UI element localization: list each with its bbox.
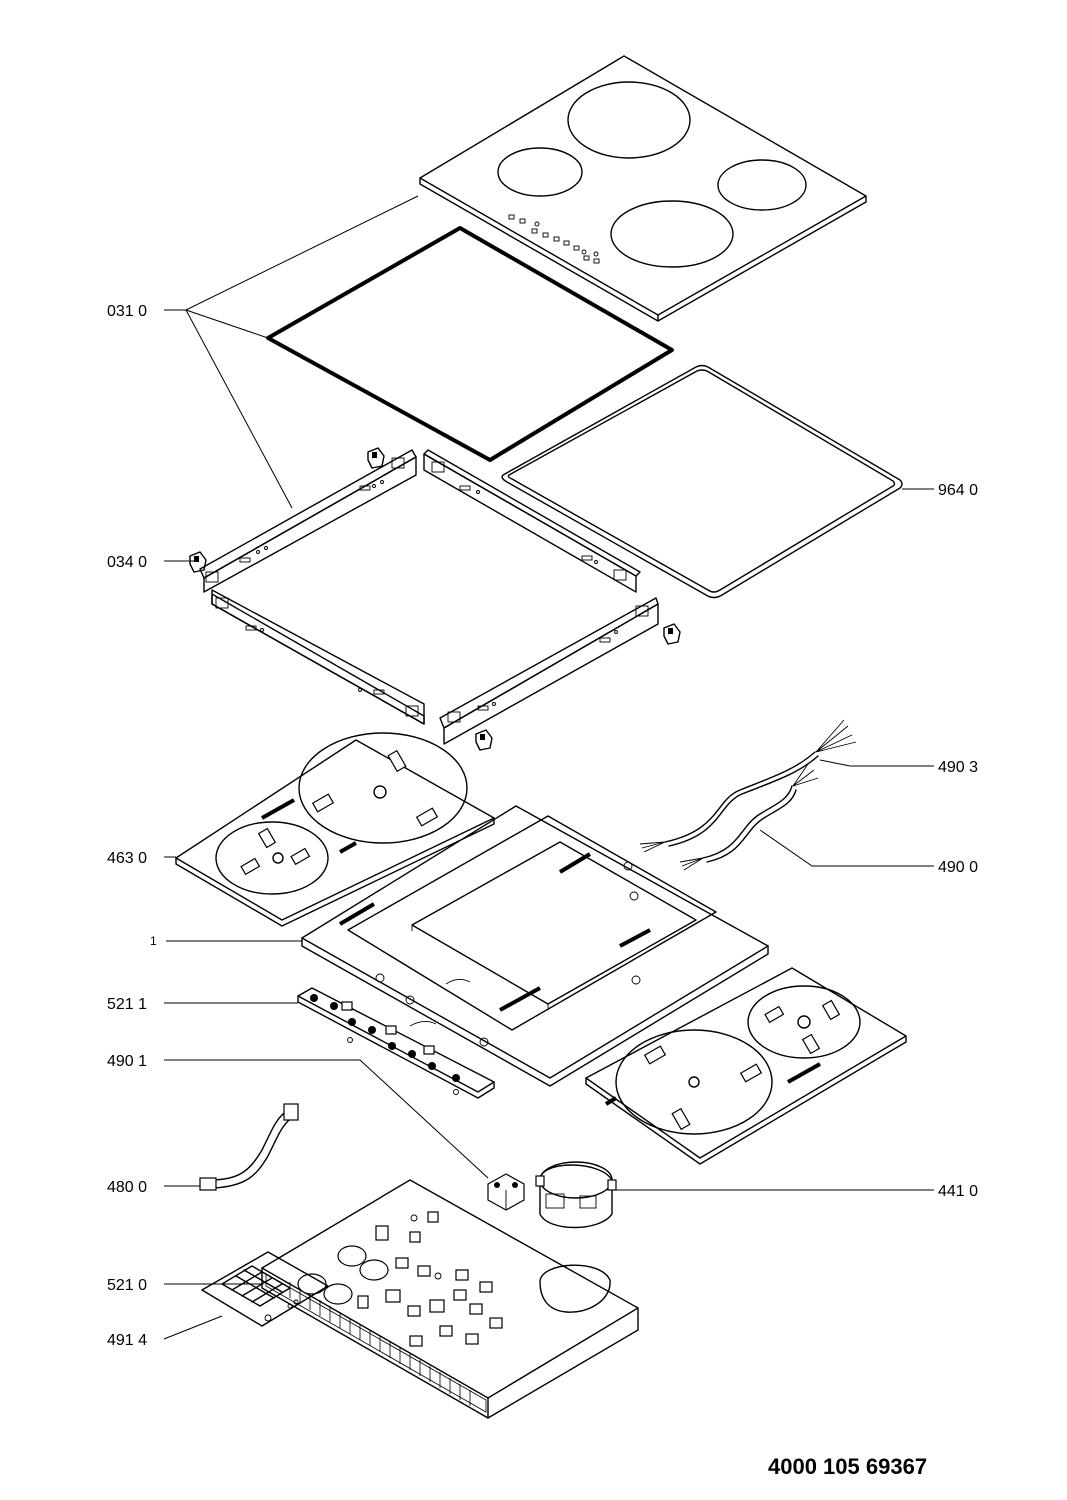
board-components: [375, 1211, 503, 1347]
cooling-fan: [535, 1161, 617, 1229]
callout-490-1: 490 1: [107, 1053, 147, 1070]
power-board-housing: [261, 1179, 639, 1419]
callout-964-0: 964 0: [938, 482, 978, 499]
model-code: 4000 105 69367: [768, 1454, 927, 1479]
callout-521-0: 521 0: [107, 1277, 147, 1294]
callout-491-4: 491 4: [107, 1332, 147, 1349]
callout-463-0: 463 0: [107, 850, 147, 867]
callout-1: 1: [150, 934, 157, 948]
induction-coil-plate-right: [585, 967, 907, 1165]
corner-clip: [189, 551, 207, 573]
touch-control-symbols: [508, 214, 600, 264]
capacitors: [297, 1245, 389, 1309]
supply-cable-lower: [679, 763, 819, 871]
callout-521-1: 521 1: [107, 996, 147, 1013]
callout-490-3: 490 3: [938, 759, 978, 776]
callout-034-0: 034 0: [107, 554, 147, 571]
ribbon-cable: [199, 1103, 299, 1191]
supply-cable-upper: [639, 719, 857, 853]
callout-490-0: 490 0: [938, 859, 978, 876]
fan-housing-cutout: [539, 1264, 611, 1313]
callout-031-0: 031 0: [107, 303, 147, 320]
corner-clip: [475, 729, 493, 751]
leader-lines: [163, 195, 934, 1340]
callout-labels: 031 0 034 0 964 0 490 3 490 0 463 0 1 52…: [107, 303, 978, 1349]
callout-441-0: 441 0: [938, 1183, 978, 1200]
corner-clip: [663, 623, 681, 645]
seal-ring: [501, 364, 903, 599]
frame-profiles: [189, 447, 681, 751]
filter-grid: [201, 1251, 329, 1327]
callout-480-0: 480 0: [107, 1179, 147, 1196]
terminal-connector: [487, 1173, 525, 1211]
glass-cooktop: [419, 55, 867, 322]
control-pcb: [297, 987, 495, 1099]
base-tray: [301, 805, 769, 1087]
induction-coil-plate-left: [175, 732, 495, 927]
corner-clip: [367, 447, 385, 469]
top-gasket: [266, 226, 674, 462]
